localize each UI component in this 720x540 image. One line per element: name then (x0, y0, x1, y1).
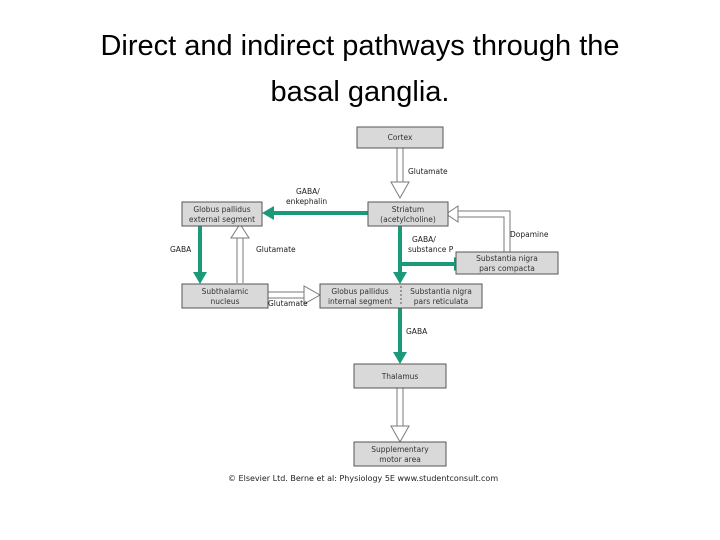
arrow-striatum-to-gpe (262, 206, 368, 220)
box-gpe-text-2: external segment (189, 215, 255, 224)
copyright-text: © Elsevier Ltd. Berne et al: Physiology … (228, 474, 498, 483)
box-gpi-text-1: Globus pallidus (331, 287, 388, 296)
box-thalamus-text-1: Thalamus (381, 372, 419, 381)
arrow-gpe-to-stn (193, 226, 207, 284)
label-gaba-left: GABA (170, 245, 192, 254)
label-glutamate-mid: Glutamate (256, 245, 296, 254)
box-snc: Substantia nigra pars compacta (455, 251, 559, 275)
box-cortex: Cortex (356, 126, 444, 149)
title-line-2: basal ganglia. (270, 76, 450, 108)
box-cortex-text-1: Cortex (388, 133, 413, 142)
box-striatum-text-2: (acetylcholine) (380, 215, 436, 224)
box-snc-text-2: pars compacta (479, 264, 535, 273)
box-sma-text-1: Supplementary (371, 445, 429, 454)
label-glutamate-stn: Glutamate (268, 299, 308, 308)
box-thalamus: Thalamus (353, 363, 447, 389)
box-stn-text-2: nucleus (211, 297, 240, 306)
box-stn: Subthalamic nucleus (181, 283, 269, 309)
arrow-thalamus-to-sma (390, 388, 410, 444)
arrow-gpi-to-thalamus (393, 308, 407, 364)
arrow-stn-to-gpi (268, 285, 322, 305)
box-striatum: Striatum (acetylcholine) (367, 201, 449, 227)
basal-ganglia-diagram: Cortex Striatum (acetylcholine) Globus p… (170, 126, 559, 483)
label-dopamine: Dopamine (510, 230, 549, 239)
box-snc-text-1: Substantia nigra (476, 254, 538, 263)
label-gaba-substance-p-2: substance P (408, 245, 454, 254)
box-striatum-text-1: Striatum (392, 205, 424, 214)
label-gaba-enkephalin-2: enkephalin (286, 197, 327, 206)
box-gpi-text-2: internal segment (328, 297, 392, 306)
box-snr-text-1: Substantia nigra (410, 287, 472, 296)
arrow-snc-to-striatum (445, 205, 511, 252)
box-sma-text-2: motor area (379, 455, 421, 464)
title-line-1: Direct and indirect pathways through the (100, 30, 620, 62)
box-gpe: Globus pallidus external segment (181, 201, 263, 227)
box-gpi-snr: Globus pallidus internal segment Substan… (319, 283, 483, 309)
label-gaba-thalamus: GABA (406, 327, 428, 336)
arrow-stn-to-gpe (230, 223, 250, 283)
label-glutamate-cortex: Glutamate (408, 167, 448, 176)
box-snr-text-2: pars reticulata (414, 297, 468, 306)
label-gaba-enkephalin-1: GABA/ (296, 187, 320, 196)
box-stn-text-1: Subthalamic (202, 287, 249, 296)
box-sma: Supplementary motor area (353, 441, 447, 467)
label-gaba-substance-p-1: GABA/ (412, 235, 436, 244)
arrow-cortex-to-striatum (390, 148, 410, 200)
box-gpe-text-1: Globus pallidus (193, 205, 250, 214)
